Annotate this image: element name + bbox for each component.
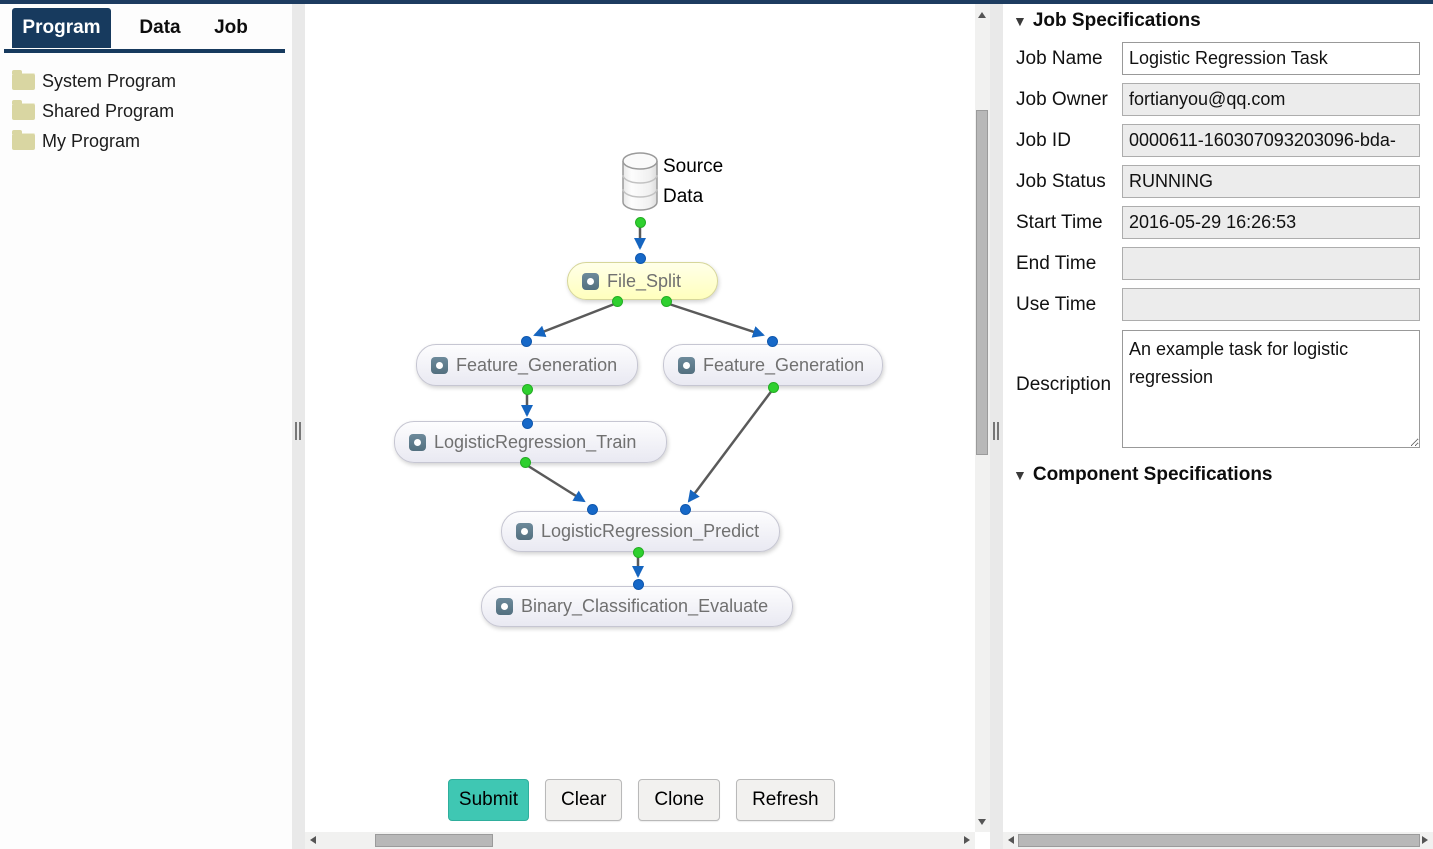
node-label: Feature_Generation (703, 354, 865, 375)
component-icon (678, 356, 695, 374)
left-splitter[interactable] (292, 4, 305, 849)
component-icon (496, 598, 513, 615)
node-label: LogisticRegression_Train (434, 431, 637, 452)
collapse-triangle-icon[interactable]: ▼ (1013, 13, 1027, 29)
job-owner-input (1122, 83, 1420, 116)
canvas-horizontal-scrollbar[interactable] (305, 832, 975, 849)
folder-icon (12, 69, 35, 90)
node-label: File_Split (607, 270, 682, 291)
scrollbar-thumb[interactable] (375, 834, 493, 847)
node-label: Binary_Classification_Evaluate (521, 596, 769, 616)
job-owner-label: Job Owner (1016, 89, 1108, 110)
source-label-line2: Data (663, 186, 704, 207)
scrollbar-thumb[interactable] (1018, 834, 1420, 847)
component-icon (516, 523, 533, 540)
submit-button[interactable]: Submit (448, 779, 529, 821)
job-specifications-header[interactable]: ▼ Job Specifications (1013, 10, 1201, 32)
use-time-label: Use Time (1016, 294, 1097, 315)
end-time-input (1122, 247, 1420, 280)
workflow-canvas[interactable]: Source Data File_Split Feature_Generatio… (305, 4, 975, 832)
node-logisticregression-predict[interactable]: LogisticRegression_Predict (501, 511, 780, 552)
end-time-label: End Time (1016, 253, 1097, 274)
job-id-input (1122, 124, 1420, 157)
collapse-triangle-icon[interactable]: ▼ (1013, 467, 1027, 483)
job-spec-panel: ▼ Job Specifications Job Name Job Owner … (1003, 4, 1433, 832)
folder-icon (12, 99, 35, 120)
scroll-down-icon[interactable] (978, 819, 986, 825)
input-port[interactable] (522, 418, 533, 429)
output-port[interactable] (612, 296, 623, 307)
job-status-input (1122, 165, 1420, 198)
job-status-label: Job Status (1016, 171, 1106, 192)
output-port[interactable] (635, 217, 646, 228)
node-label: LogisticRegression_Predict (541, 521, 760, 541)
node-label: Feature_Generation (456, 354, 618, 375)
node-file-split[interactable]: File_Split (567, 262, 718, 300)
input-port[interactable] (587, 504, 598, 515)
job-id-label: Job ID (1016, 130, 1071, 151)
sidebar-item-system-program[interactable]: System Program (12, 66, 176, 96)
sidebar-item-shared-program[interactable]: Shared Program (12, 96, 176, 126)
output-port[interactable] (768, 382, 779, 393)
scroll-left-icon[interactable] (310, 836, 316, 844)
right-splitter[interactable] (990, 4, 1003, 849)
database-icon (622, 152, 658, 211)
start-time-input (1122, 206, 1420, 239)
node-feature-generation-right[interactable]: Feature_Generation (663, 344, 883, 386)
component-icon (582, 272, 599, 290)
program-sidebar: Program Data Job System Program Shared P… (0, 4, 292, 849)
source-label-line1: Source (663, 156, 724, 177)
source-data-label: Source Data (663, 152, 723, 212)
workflow-edges (521, 152, 774, 578)
component-specifications-header[interactable]: ▼ Component Specifications (1013, 464, 1273, 486)
folder-label: My Program (42, 130, 141, 151)
clone-button[interactable]: Clone (638, 779, 721, 821)
top-accent-bar (0, 0, 1433, 4)
description-label: Description (1016, 374, 1112, 395)
scroll-up-icon[interactable] (978, 12, 986, 18)
input-port[interactable] (680, 504, 691, 515)
description-textarea[interactable]: An example task for logistic regression (1122, 330, 1420, 448)
input-port[interactable] (521, 336, 532, 347)
output-port[interactable] (520, 457, 531, 468)
tab-data[interactable]: Data (139, 17, 181, 38)
component-icon (409, 433, 426, 451)
use-time-input (1122, 288, 1420, 321)
panel-horizontal-scrollbar[interactable] (1003, 832, 1433, 849)
folder-label: Shared Program (42, 100, 175, 121)
component-icon (431, 356, 448, 374)
tab-program[interactable]: Program (12, 8, 111, 48)
sidebar-item-my-program[interactable]: My Program (12, 126, 176, 156)
scroll-left-icon[interactable] (1008, 836, 1014, 844)
job-name-label: Job Name (1016, 48, 1103, 69)
canvas-button-row: Submit Clear Clone Refresh (448, 779, 851, 821)
output-port[interactable] (522, 384, 533, 395)
input-port[interactable] (633, 579, 644, 590)
output-port[interactable] (633, 547, 644, 558)
input-port[interactable] (635, 253, 646, 264)
output-port[interactable] (661, 296, 672, 307)
tab-job[interactable]: Job (214, 17, 248, 38)
splitter-grip-icon (993, 422, 1000, 440)
input-port[interactable] (767, 336, 778, 347)
start-time-label: Start Time (1016, 212, 1103, 233)
node-binary-classification-evaluate[interactable]: Binary_Classification_Evaluate (481, 586, 793, 627)
tab-underline (4, 49, 285, 53)
job-name-input[interactable] (1122, 42, 1420, 75)
folder-icon (12, 129, 35, 150)
canvas-vertical-scrollbar[interactable] (975, 4, 990, 832)
refresh-button[interactable]: Refresh (736, 779, 835, 821)
scrollbar-thumb[interactable] (976, 110, 988, 455)
section-title: Job Specifications (1032, 10, 1201, 31)
section-title: Component Specifications (1032, 464, 1273, 485)
node-feature-generation-left[interactable]: Feature_Generation (416, 344, 638, 386)
program-folder-list: System Program Shared Program My Program (12, 66, 176, 156)
clear-button[interactable]: Clear (545, 779, 623, 821)
splitter-grip-icon (295, 422, 302, 440)
scroll-right-icon[interactable] (964, 836, 970, 844)
scroll-right-icon[interactable] (1422, 836, 1428, 844)
folder-label: System Program (42, 70, 177, 91)
